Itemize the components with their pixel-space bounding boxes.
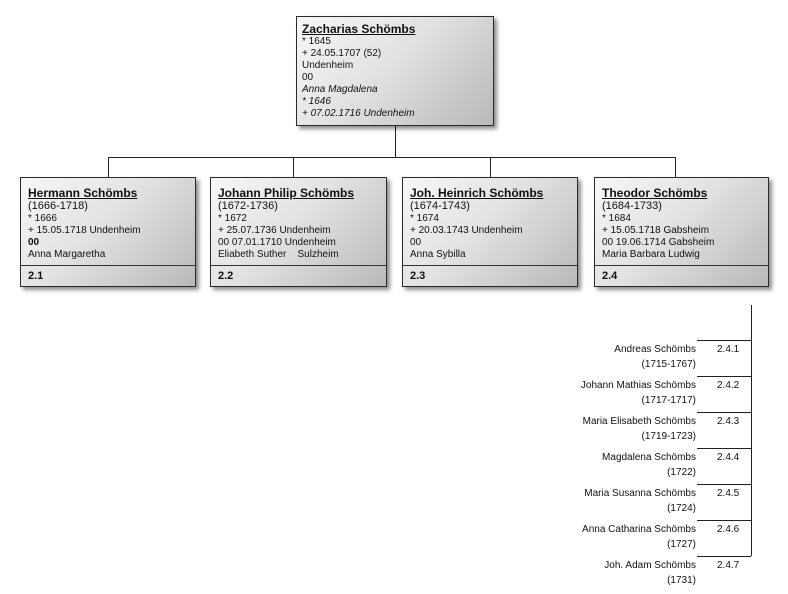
- grandchild-entry[interactable]: Magdalena Schömbs (1722): [496, 450, 696, 480]
- child-card-2[interactable]: Johann Philip Schömbs (1672-1736) * 1672…: [210, 177, 387, 287]
- grandchild-name: Andreas Schömbs: [614, 344, 696, 355]
- child-born: * 1684: [602, 213, 631, 224]
- grandchild-name: Maria Elisabeth Schömbs: [582, 416, 696, 427]
- grandchild-lifespan: (1715-1767): [641, 359, 696, 370]
- grandchild-divider-7: [697, 556, 751, 557]
- child-spouse: Eliabeth Suther Sulzheim: [218, 249, 339, 260]
- child-died: + 25.07.1736 Undenheim: [218, 225, 331, 236]
- child-spouse: Anna Sybilla: [410, 249, 466, 260]
- grandchild-entry[interactable]: Maria Elisabeth Schömbs (1719-1723): [496, 414, 696, 444]
- child-lifespan: (1684-1733): [602, 200, 662, 212]
- child-marriage: 00: [410, 237, 422, 248]
- grandchild-name: Magdalena Schömbs: [602, 452, 696, 463]
- grandchild-entry[interactable]: Anna Catharina Schömbs (1727): [496, 522, 696, 552]
- child-born: * 1674: [410, 213, 439, 224]
- child-number: 2.1: [21, 265, 195, 287]
- grandchild-name: Joh. Adam Schömbs: [604, 560, 696, 571]
- grandchild-number: 2.4.2: [717, 380, 740, 391]
- child-lifespan: (1672-1736): [218, 200, 278, 212]
- grandchild-number: 2.4.4: [717, 452, 740, 463]
- child-card-4[interactable]: Theodor Schömbs (1684-1733) * 1684 + 15.…: [594, 177, 769, 287]
- children-connector-horizontal: [108, 157, 676, 158]
- child-card-1[interactable]: Hermann Schömbs (1666-1718) * 1666 + 15.…: [20, 177, 196, 287]
- grandchild-entry[interactable]: Maria Susanna Schömbs (1724): [496, 486, 696, 516]
- child-died: + 20.03.1743 Undenheim: [410, 225, 523, 236]
- child-connector-4: [675, 157, 676, 177]
- child-number: 2.3: [403, 265, 577, 287]
- child-number: 2.4: [595, 265, 768, 287]
- child-born: * 1672: [218, 213, 247, 224]
- child-name: Joh. Heinrich Schömbs: [410, 186, 544, 200]
- child-connector-3: [490, 157, 491, 177]
- grandchild-divider-4: [697, 448, 751, 449]
- grandchild-number: 2.4.1: [717, 344, 740, 355]
- grandchild-divider-3: [697, 412, 751, 413]
- root-spouse-name: Anna Magdalena: [302, 84, 378, 95]
- root-person-place: Undenheim: [302, 60, 354, 71]
- child-number: 2.2: [211, 265, 386, 287]
- child-spouse: Anna Margaretha: [28, 249, 106, 260]
- child-lifespan: (1666-1718): [28, 200, 88, 212]
- root-connector-vertical: [395, 126, 396, 157]
- grandchild-divider-1: [697, 340, 751, 341]
- child-died: + 15.05.1718 Undenheim: [28, 225, 141, 236]
- grandchild-lifespan: (1717-1717): [641, 395, 696, 406]
- child-born: * 1666: [28, 213, 57, 224]
- root-person-marriage: 00: [302, 72, 314, 83]
- child-marriage: 00 07.01.1710 Undenheim: [218, 237, 336, 248]
- grandchild-name: Maria Susanna Schömbs: [584, 488, 696, 499]
- grandchild-divider-5: [697, 484, 751, 485]
- child-died: + 15.05.1718 Gabsheim: [602, 225, 710, 236]
- root-person-card[interactable]: Zacharias Schömbs * 1645 + 24.05.1707 (5…: [296, 16, 494, 126]
- child-name: Johann Philip Schömbs: [218, 186, 355, 200]
- grandchildren-connector-vertical: [751, 305, 752, 556]
- child-connector-1: [108, 157, 109, 177]
- child-card-3[interactable]: Joh. Heinrich Schömbs (1674-1743) * 1674…: [402, 177, 578, 287]
- grandchild-number: 2.4.3: [717, 416, 740, 427]
- grandchild-name: Johann Mathias Schömbs: [580, 380, 696, 391]
- grandchild-number: 2.4.6: [717, 524, 740, 535]
- root-spouse-born: * 1646: [302, 96, 331, 107]
- child-marriage: 00 19.06.1714 Gabsheim: [602, 237, 715, 248]
- root-person-name: Zacharias Schömbs: [302, 22, 416, 36]
- child-connector-2: [293, 157, 294, 177]
- child-lifespan: (1674-1743): [410, 200, 470, 212]
- grandchild-divider-2: [697, 376, 751, 377]
- grandchild-entry[interactable]: Joh. Adam Schömbs (1731): [496, 558, 696, 588]
- grandchild-number: 2.4.5: [717, 488, 740, 499]
- grandchild-number: 2.4.7: [717, 560, 740, 571]
- grandchild-entry[interactable]: Andreas Schömbs (1715-1767): [496, 342, 696, 372]
- child-name: Hermann Schömbs: [28, 186, 138, 200]
- root-person-born: * 1645: [302, 36, 331, 47]
- grandchild-lifespan: (1731): [667, 575, 696, 586]
- grandchild-lifespan: (1719-1723): [641, 431, 696, 442]
- grandchild-lifespan: (1727): [667, 539, 696, 550]
- child-name: Theodor Schömbs: [602, 186, 708, 200]
- child-spouse: Maria Barbara Ludwig: [602, 249, 700, 260]
- grandchild-lifespan: (1722): [667, 467, 696, 478]
- root-person-died: + 24.05.1707 (52): [302, 48, 382, 59]
- grandchild-divider-6: [697, 520, 751, 521]
- child-marriage: 00: [28, 237, 40, 248]
- grandchild-entry[interactable]: Johann Mathias Schömbs (1717-1717): [496, 378, 696, 408]
- grandchild-name: Anna Catharina Schömbs: [582, 524, 696, 535]
- root-spouse-died: + 07.02.1716 Undenheim: [302, 108, 415, 119]
- grandchild-lifespan: (1724): [667, 503, 696, 514]
